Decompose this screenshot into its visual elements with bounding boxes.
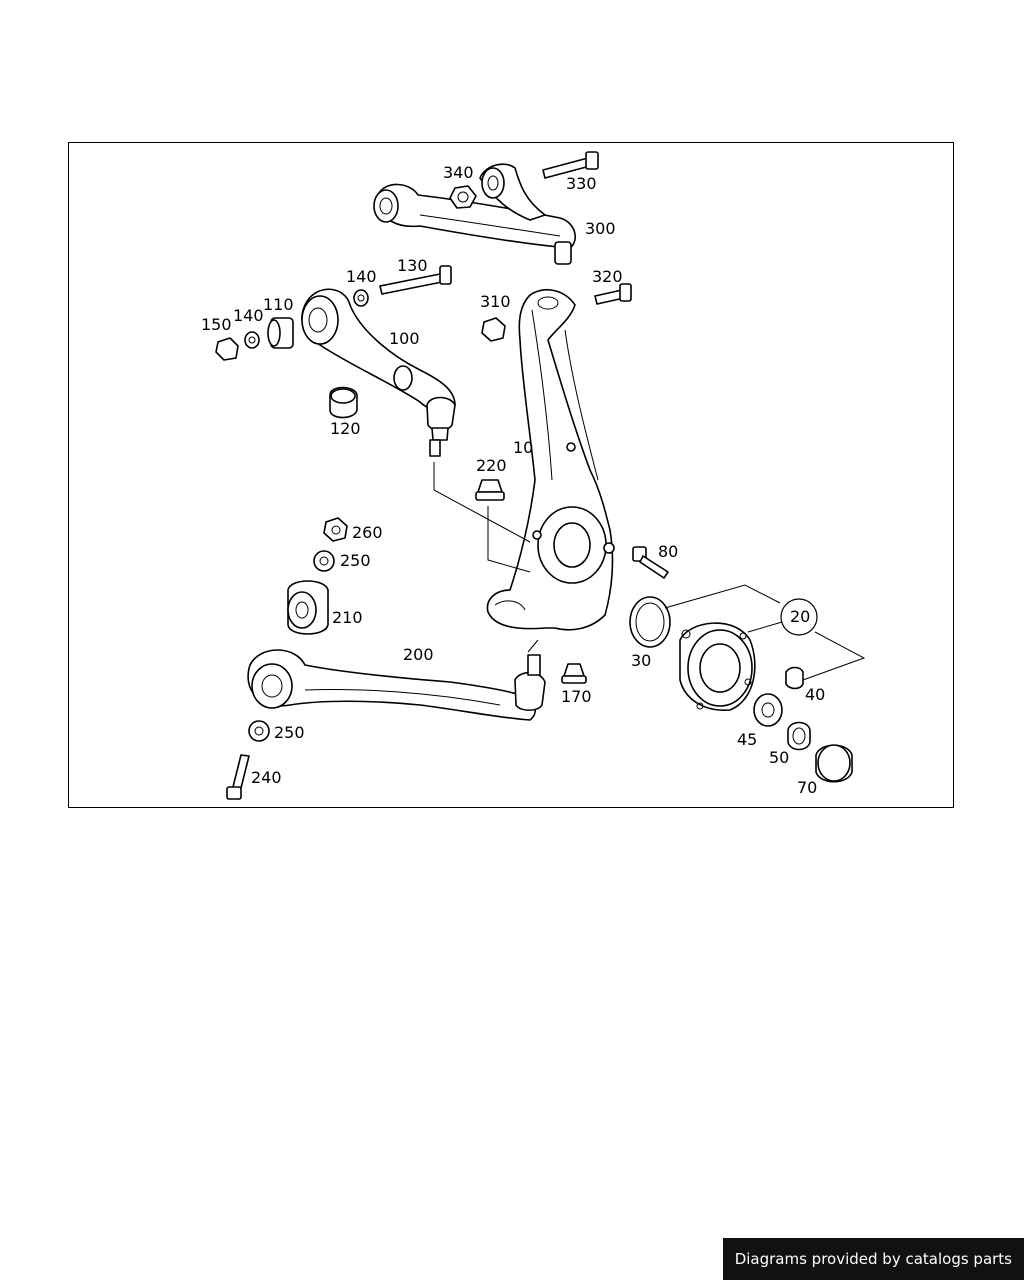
callout-240: 240: [251, 768, 282, 787]
part-20-wheel-hub[interactable]: [679, 622, 756, 711]
part-200-lower-control-arm[interactable]: [247, 649, 546, 721]
part-240-bolt[interactable]: [226, 754, 250, 800]
part-120-bushing[interactable]: [329, 386, 358, 419]
part-340-nut[interactable]: [449, 185, 477, 209]
part-260-nut[interactable]: [323, 517, 348, 542]
callout-circle-20: [780, 598, 818, 636]
callout-210: 210: [332, 608, 363, 627]
part-140-washer-a[interactable]: [353, 289, 369, 307]
callout-300: 300: [585, 219, 616, 238]
callout-100: 100: [389, 329, 420, 348]
callout-45: 45: [737, 730, 757, 749]
callout-220: 220: [476, 456, 507, 475]
callout-120: 120: [330, 419, 361, 438]
part-80-bolt[interactable]: [632, 546, 669, 579]
callout-260: 260: [352, 523, 383, 542]
part-130-bolt[interactable]: [379, 265, 452, 295]
part-150-nut[interactable]: [215, 337, 239, 361]
part-210-bushing[interactable]: [287, 580, 329, 635]
callout-250-b: 250: [274, 723, 305, 742]
callout-50: 50: [769, 748, 789, 767]
callout-170: 170: [561, 687, 592, 706]
part-45-washer[interactable]: [753, 693, 783, 727]
part-10-steering-knuckle[interactable]: [486, 289, 615, 631]
callout-40: 40: [805, 685, 825, 704]
part-250-washer-a[interactable]: [313, 550, 335, 572]
callout-310: 310: [480, 292, 511, 311]
callout-340: 340: [443, 163, 474, 182]
callout-20: 20: [790, 607, 810, 626]
part-140-washer-b[interactable]: [244, 331, 260, 349]
callout-330: 330: [566, 174, 597, 193]
callout-140-b: 140: [233, 306, 264, 325]
leader-lines: [433, 462, 866, 681]
part-300-upper-control-arm[interactable]: [373, 163, 576, 265]
part-220-nut[interactable]: [475, 479, 505, 501]
part-250-washer-b[interactable]: [248, 720, 270, 742]
part-170-nut[interactable]: [561, 663, 587, 684]
callout-30: 30: [631, 651, 651, 670]
part-320-bolt[interactable]: [594, 283, 632, 305]
callout-130: 130: [397, 256, 428, 275]
callout-320: 320: [592, 267, 623, 286]
callout-200: 200: [403, 645, 434, 664]
callout-250-a: 250: [340, 551, 371, 570]
callout-80: 80: [658, 542, 678, 561]
watermark-banner: Diagrams provided by catalogs parts: [722, 1238, 1024, 1280]
part-330-bolt[interactable]: [542, 151, 599, 179]
part-50-nut[interactable]: [787, 721, 811, 751]
part-110-bushing[interactable]: [267, 317, 294, 349]
part-70-cap[interactable]: [815, 744, 853, 783]
part-310-nut[interactable]: [481, 317, 506, 342]
part-30-seal[interactable]: [629, 596, 671, 648]
callout-150: 150: [201, 315, 232, 334]
callout-110: 110: [263, 295, 294, 314]
part-100-control-arm[interactable]: [301, 288, 456, 457]
part-40-bolt[interactable]: [785, 666, 804, 690]
callout-70: 70: [797, 778, 817, 797]
callout-10: 10: [513, 438, 533, 457]
callout-140-a: 140: [346, 267, 377, 286]
